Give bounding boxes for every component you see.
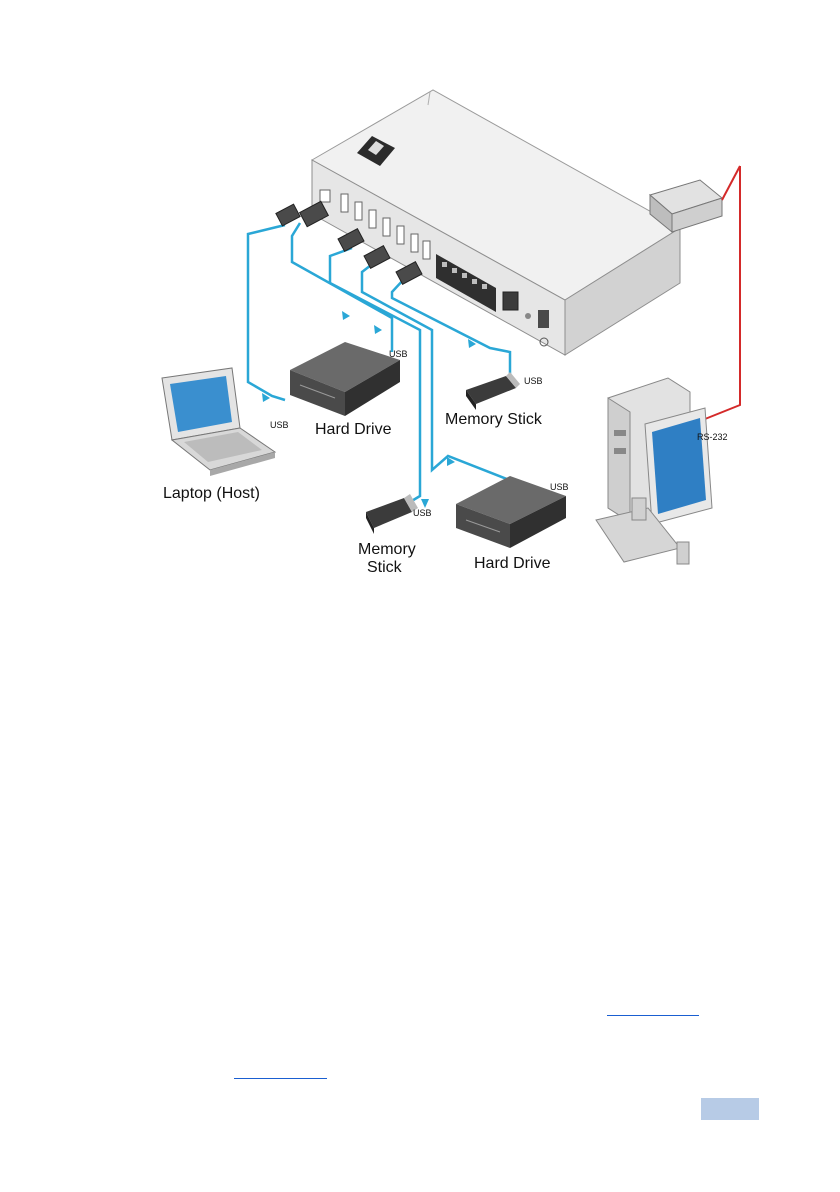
usb-label: USB <box>550 482 569 492</box>
memory-stick-label: Memory Stick <box>445 411 543 428</box>
usb-hub-device <box>312 90 680 355</box>
usb-label: USB <box>524 376 543 386</box>
memory-stick-icon <box>466 372 520 410</box>
link-underline[interactable] <box>607 1015 699 1016</box>
connection-diagram: USB USB USB USB USB RS-232 Laptop (Host)… <box>0 0 840 600</box>
memory-stick-icon <box>366 494 418 534</box>
reset-button-icon <box>525 313 531 319</box>
power-jack <box>538 310 549 328</box>
rs232-label: RS-232 <box>697 432 728 442</box>
ethernet-port <box>503 292 518 310</box>
page-number-tab <box>701 1098 759 1120</box>
usb-label: USB <box>270 420 289 430</box>
rs232-connector-icon <box>650 166 740 232</box>
memory-stick-label-line2: Stick <box>367 559 403 576</box>
computer-icon <box>596 378 712 564</box>
usb-label: USB <box>413 508 432 518</box>
hard-drive-label: Hard Drive <box>315 421 392 438</box>
memory-stick-label-line1: Memory <box>358 541 416 558</box>
laptop-icon <box>162 368 275 476</box>
usb-label: USB <box>389 349 408 359</box>
hard-drive-label: Hard Drive <box>474 555 551 572</box>
hard-drive-icon <box>290 342 400 416</box>
laptop-label: Laptop (Host) <box>163 485 260 502</box>
cable-arrows <box>262 311 476 508</box>
link-underline[interactable] <box>234 1078 327 1079</box>
